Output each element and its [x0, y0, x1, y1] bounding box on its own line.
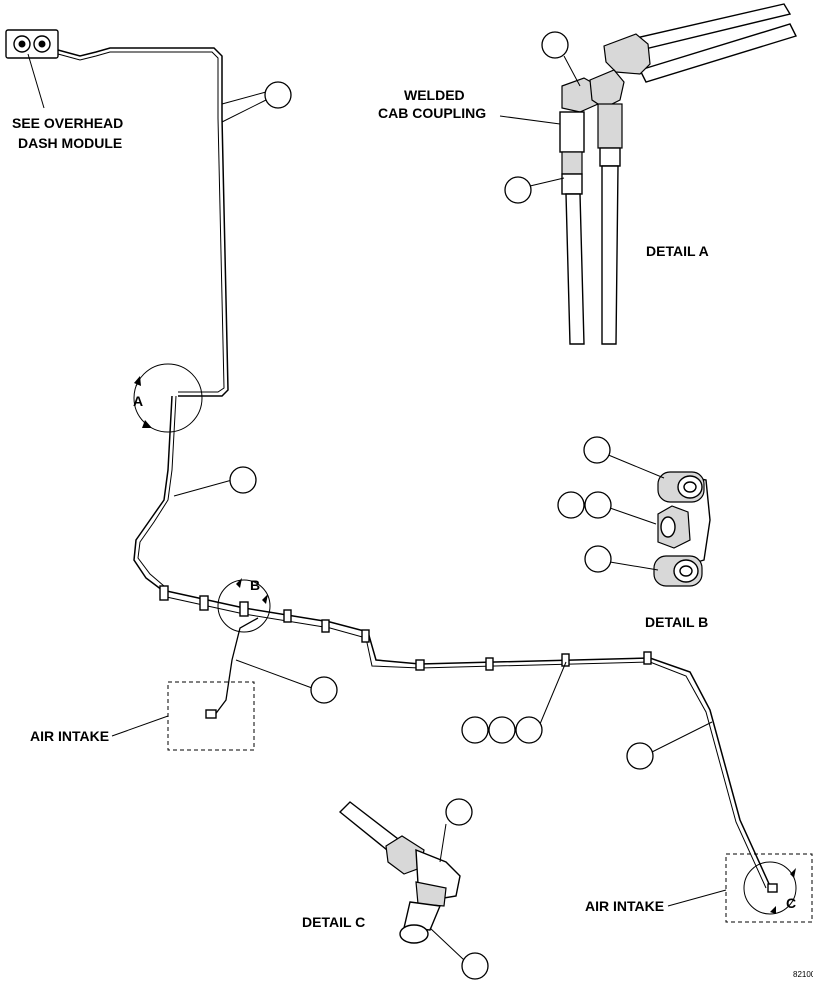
- detail-a-callout: A: [133, 363, 203, 433]
- balloon-callout: [584, 491, 612, 519]
- balloon-callout: [557, 491, 585, 519]
- welded-label-line2: CAB COUPLING: [378, 105, 486, 121]
- balloon-callout: [310, 676, 338, 704]
- tube-leader-3: [235, 659, 313, 689]
- callout-b-label: B: [250, 577, 260, 593]
- air-intake-left-leader: [111, 715, 169, 737]
- balloon-callout: [584, 545, 612, 573]
- air-intake-right-box: [725, 853, 813, 923]
- detail-b-illustration: [653, 471, 711, 587]
- detail-a-illustration: [559, 3, 797, 345]
- detail-a-leader-bottom: [529, 177, 565, 187]
- see-overhead-line2: DASH MODULE: [18, 135, 122, 151]
- detail-c-illustration: [338, 801, 461, 944]
- main-air-line-upper: [57, 47, 229, 397]
- figure-number: 82100: [793, 970, 813, 979]
- detail-a-label: DETAIL A: [646, 243, 709, 259]
- callout-a-label: A: [133, 393, 143, 409]
- clamp-callout-group: [461, 661, 567, 744]
- detail-c-leader-bottom: [429, 927, 465, 961]
- air-intake-right-leader: [667, 889, 727, 907]
- see-overhead-line1: SEE OVERHEAD: [12, 115, 123, 131]
- balloon-callout: [229, 466, 257, 494]
- tube-leader-2: [173, 479, 233, 497]
- balloon-callout: [626, 742, 654, 770]
- balloon-callout: [264, 81, 292, 109]
- balloon-callout: [445, 798, 473, 826]
- detail-b-leader-mid: [609, 507, 657, 525]
- balloon-callout: [583, 436, 611, 464]
- tube-leader-1: [221, 91, 267, 123]
- welded-coupling-leader: [499, 115, 561, 125]
- detail-b-leader-bottom: [609, 561, 659, 571]
- balloon-callout: [541, 31, 569, 59]
- detail-c-callout: C: [743, 861, 797, 915]
- detail-b-leader-top: [605, 453, 665, 479]
- balloon-callout: [504, 176, 532, 204]
- balloon-callout: [461, 952, 489, 980]
- tube-leader-4: [651, 721, 713, 753]
- welded-label-line1: WELDED: [404, 87, 465, 103]
- detail-b-label: DETAIL B: [645, 614, 708, 630]
- overhead-dash-module: [5, 29, 59, 59]
- main-air-line-lower: [133, 395, 771, 889]
- detail-c-leader-top: [439, 823, 447, 863]
- air-intake-right-label: AIR INTAKE: [585, 898, 664, 914]
- dash-module-leader: [27, 53, 45, 109]
- detail-c-label: DETAIL C: [302, 914, 365, 930]
- left-air-intake-branch: [205, 617, 259, 719]
- detail-a-leader-top: [563, 55, 581, 87]
- air-intake-left-label: AIR INTAKE: [30, 728, 109, 744]
- detail-b-callout: B: [217, 577, 271, 633]
- callout-c-label: C: [786, 895, 796, 911]
